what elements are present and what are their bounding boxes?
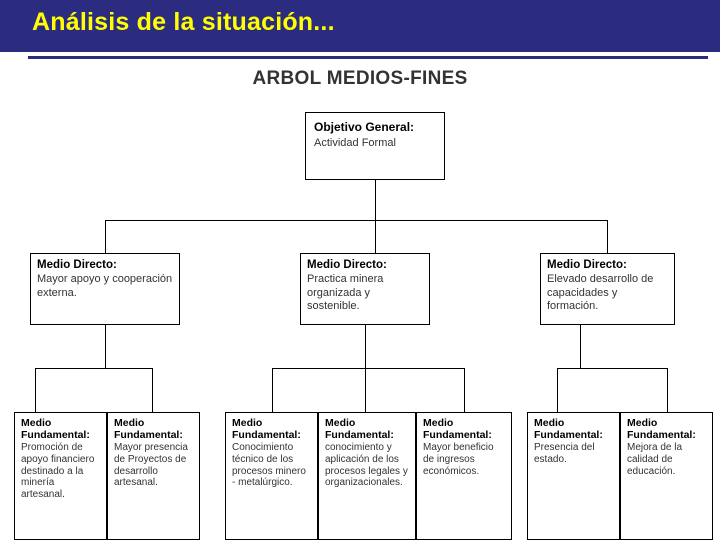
node-label: Medio Fundamental: bbox=[423, 417, 492, 441]
node-text: Mayor beneficio de ingresos económicos. bbox=[423, 442, 494, 477]
node-medio-directo-2[interactable]: Medio Directo: Practica minera organizad… bbox=[300, 253, 430, 325]
node-medio-fundamental-4[interactable]: Medio Fundamental: conocimiento y aplica… bbox=[318, 412, 416, 540]
diagram-canvas: ARBOL MEDIOS-FINES Objetivo General: Act… bbox=[0, 62, 720, 540]
node-objetivo-general[interactable]: Objetivo General: Actividad Formal bbox=[305, 112, 445, 180]
node-medio-directo-1[interactable]: Medio Directo: Mayor apoyo y cooperación… bbox=[30, 253, 180, 325]
node-text: Presencia del estado. bbox=[534, 442, 595, 465]
connector-fund-5-up bbox=[464, 368, 465, 412]
node-label: Objetivo General: bbox=[314, 120, 415, 134]
node-label: Medio Fundamental: bbox=[627, 417, 696, 441]
node-medio-fundamental-6[interactable]: Medio Fundamental: Presencia del estado. bbox=[527, 412, 620, 540]
node-text: Mayor presencia de Proyectos de desarrol… bbox=[114, 442, 188, 489]
diagram-title: ARBOL MEDIOS-FINES bbox=[252, 68, 468, 89]
node-label: Medio Fundamental: bbox=[21, 417, 90, 441]
node-text: Actividad Formal bbox=[314, 137, 396, 149]
header-divider bbox=[28, 56, 708, 59]
node-label: Medio Fundamental: bbox=[232, 417, 301, 441]
node-label: Medio Fundamental: bbox=[114, 417, 183, 441]
node-label: Medio Fundamental: bbox=[534, 417, 603, 441]
connector-means-2-up bbox=[375, 220, 376, 253]
node-text: conocimiento y aplicación de los proceso… bbox=[325, 442, 408, 489]
connector-fund-3-up bbox=[272, 368, 273, 412]
node-medio-fundamental-3[interactable]: Medio Fundamental: Conocimiento técnico … bbox=[225, 412, 318, 540]
page-title: Análisis de la situación... bbox=[32, 8, 335, 36]
connector-bus-fund-2 bbox=[272, 368, 464, 369]
node-text: Mayor apoyo y cooperación externa. bbox=[37, 273, 173, 299]
node-text: Mejora de la calidad de educación. bbox=[627, 442, 683, 477]
connector-fund-2-up bbox=[152, 368, 153, 412]
connector-fund-1-up bbox=[35, 368, 36, 412]
node-medio-directo-3[interactable]: Medio Directo: Elevado desarrollo de cap… bbox=[540, 253, 675, 325]
connector-means-3-down bbox=[580, 325, 581, 368]
connector-means-1-down bbox=[105, 325, 106, 368]
node-text: Promoción de apoyo financiero destinado … bbox=[21, 442, 95, 501]
connector-means-3-up bbox=[607, 220, 608, 253]
node-label: Medio Directo: bbox=[307, 259, 387, 271]
connector-means-1-up bbox=[105, 220, 106, 253]
connector-fund-4-up bbox=[365, 368, 366, 412]
node-text: Elevado desarrollo de capacidades y form… bbox=[547, 273, 654, 312]
connector-general-down bbox=[375, 180, 376, 220]
node-medio-fundamental-5[interactable]: Medio Fundamental: Mayor beneficio de in… bbox=[416, 412, 512, 540]
node-label: Medio Directo: bbox=[547, 259, 627, 271]
connector-bus-means bbox=[105, 220, 607, 221]
node-medio-fundamental-2[interactable]: Medio Fundamental: Mayor presencia de Pr… bbox=[107, 412, 200, 540]
slide-header-band bbox=[0, 0, 720, 52]
connector-fund-6-up bbox=[557, 368, 558, 412]
connector-bus-fund-3 bbox=[557, 368, 667, 369]
connector-fund-7-up bbox=[667, 368, 668, 412]
node-medio-fundamental-1[interactable]: Medio Fundamental: Promoción de apoyo fi… bbox=[14, 412, 107, 540]
connector-means-2-down bbox=[365, 325, 366, 368]
node-label: Medio Directo: bbox=[37, 259, 117, 271]
node-text: Practica minera organizada y sostenible. bbox=[307, 273, 384, 312]
node-label: Medio Fundamental: bbox=[325, 417, 394, 441]
node-text: Conocimiento técnico de los procesos min… bbox=[232, 442, 306, 489]
node-medio-fundamental-7[interactable]: Medio Fundamental: Mejora de la calidad … bbox=[620, 412, 713, 540]
connector-bus-fund-1 bbox=[35, 368, 152, 369]
